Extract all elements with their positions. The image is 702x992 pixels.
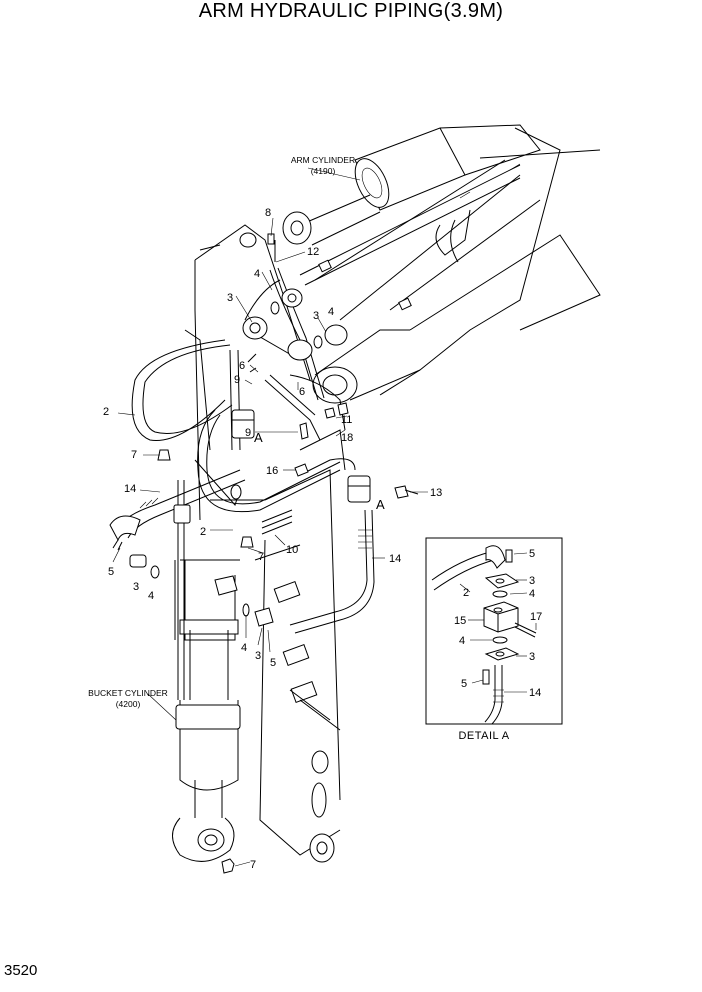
page-number: 3520 <box>4 962 38 979</box>
callout-13: 13 <box>430 487 442 499</box>
detail-callout-5: 5 <box>529 548 535 560</box>
detail-a-box <box>425 537 563 725</box>
callout-3: 3 <box>255 650 261 662</box>
callout-2: 2 <box>103 406 109 418</box>
bucket-cylinder-label: BUCKET CYLINDER <box>88 688 168 698</box>
callout-4: 4 <box>241 642 247 654</box>
arm-cylinder-code: (4190) <box>311 166 336 176</box>
detail-callouts: 5 3 4 2 17 15 4 3 5 14 DETAIL A <box>454 548 542 742</box>
callout-9: 9 <box>234 374 240 386</box>
detail-callout-2: 2 <box>463 587 469 599</box>
detail-callout-5: 5 <box>461 678 467 690</box>
bucket-cylinder-code: (4200) <box>116 699 141 709</box>
callout-4: 4 <box>148 590 154 602</box>
callout-6: 6 <box>299 386 305 398</box>
arm-cylinder-drawing <box>282 124 541 246</box>
detail-a-marker: A <box>254 430 263 445</box>
callout-18: 18 <box>341 432 353 444</box>
callout-4: 4 <box>254 268 260 280</box>
callout-14: 14 <box>389 553 401 565</box>
callout-7: 7 <box>131 449 137 461</box>
hydraulic-hoses <box>117 240 375 700</box>
detail-callout-15: 15 <box>454 615 466 627</box>
callout-7: 7 <box>258 551 264 563</box>
detail-callout-3: 3 <box>529 575 535 587</box>
arm-cylinder-label: ARM CYLINDER <box>291 155 355 165</box>
callout-3: 3 <box>313 310 319 322</box>
detail-title: DETAIL A <box>458 730 509 742</box>
callout-5: 5 <box>108 566 114 578</box>
callout-3: 3 <box>133 581 139 593</box>
callout-12: 12 <box>307 246 319 258</box>
callout-7: 7 <box>250 859 256 871</box>
detail-callout-3: 3 <box>529 651 535 663</box>
detail-callout-17: 17 <box>530 611 542 623</box>
detail-callout-14: 14 <box>529 687 541 699</box>
boom-structure <box>184 127 601 863</box>
bucket-cylinder-drawing <box>172 559 241 874</box>
callout-2: 2 <box>200 526 206 538</box>
callouts: 8 12 4 3 3 4 6 9 6 2 A 11 18 9 7 16 13 1… <box>103 207 442 871</box>
detail-callout-4: 4 <box>529 588 535 600</box>
callout-4: 4 <box>328 306 334 318</box>
callout-6: 6 <box>239 360 245 372</box>
callout-10: 10 <box>286 544 298 556</box>
callout-3: 3 <box>227 292 233 304</box>
page-title: ARM HYDRAULIC PIPING(3.9M) <box>198 0 504 22</box>
callout-5: 5 <box>270 657 276 669</box>
detail-a-marker-2: A <box>376 497 385 512</box>
callout-9: 9 <box>245 427 251 439</box>
callout-11: 11 <box>341 414 352 426</box>
callout-14: 14 <box>124 483 136 495</box>
leader-lines <box>112 167 428 867</box>
detail-callout-4: 4 <box>459 635 465 647</box>
callout-8: 8 <box>265 207 271 219</box>
callout-16: 16 <box>266 465 278 477</box>
fittings <box>109 233 419 627</box>
